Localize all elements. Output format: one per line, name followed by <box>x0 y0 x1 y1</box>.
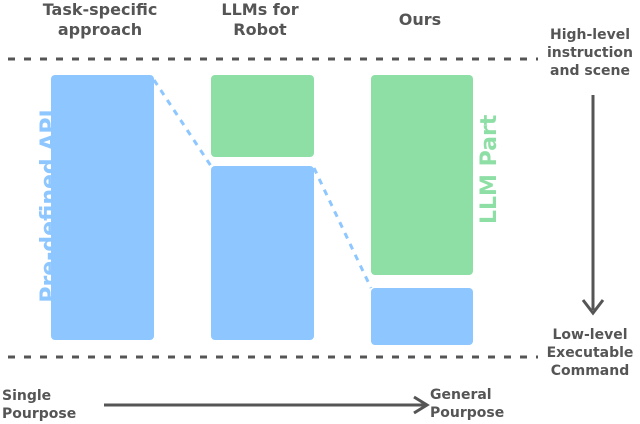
llm-robot-api-block <box>211 166 314 340</box>
label-single-purpose: Single Pourpose <box>2 388 77 422</box>
vertical-arrow-head <box>581 299 605 316</box>
ours-api-block <box>371 288 473 345</box>
horizontal-arrow-head <box>413 395 430 415</box>
connector-col1-col2 <box>152 79 213 167</box>
title-ours: Ours <box>398 10 442 29</box>
label-low-level: Low-level Executable Command <box>546 327 634 379</box>
title-task-specific: Task-specific approach <box>42 0 158 39</box>
label-general-purpose: General Pourpose <box>430 387 505 421</box>
llm-robot-llm-block <box>211 75 314 157</box>
title-llms-for-robot: LLMs for Robot <box>221 0 299 39</box>
predefined-api-block <box>51 75 154 340</box>
connector-col2-col3 <box>312 167 373 289</box>
ours-llm-block <box>371 75 473 275</box>
label-high-level: High-level instruction and scene <box>546 27 634 79</box>
